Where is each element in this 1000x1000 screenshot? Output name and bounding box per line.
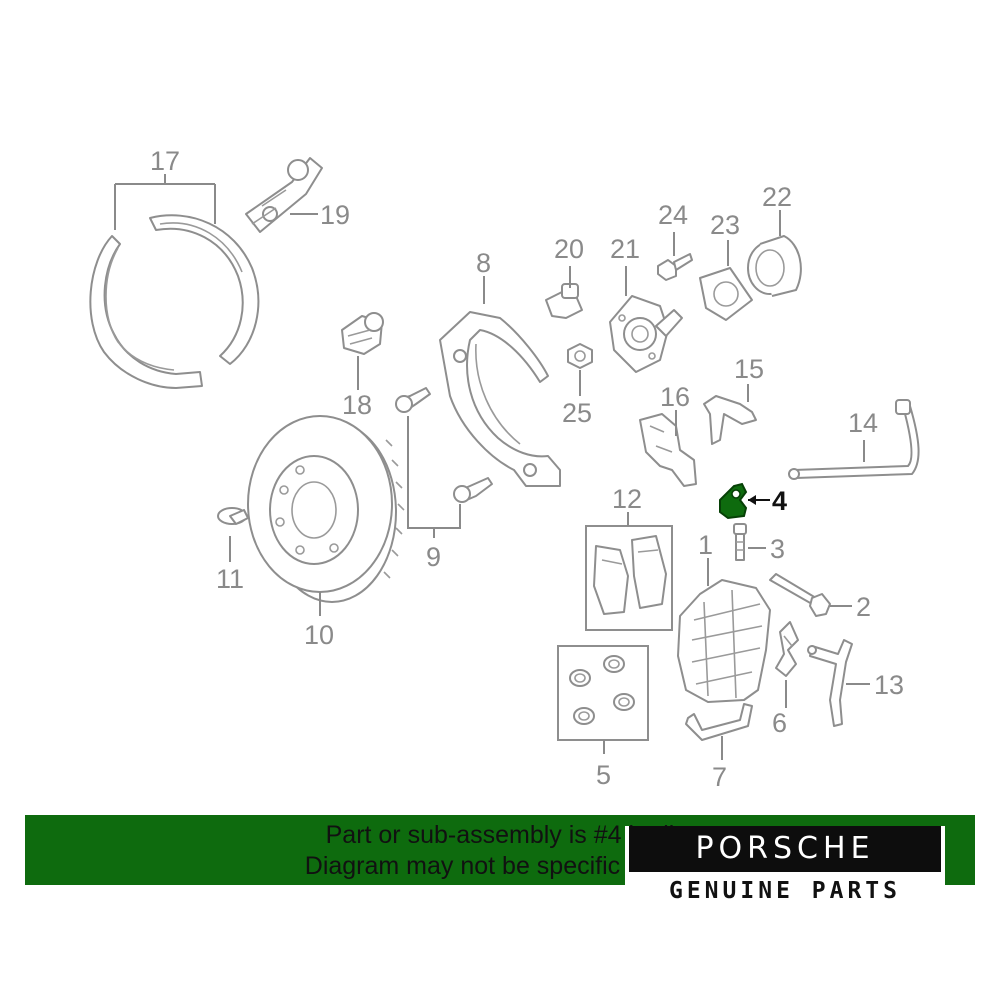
leader-4-arrowhead: [748, 495, 756, 505]
part-16-bracket[interactable]: [639, 413, 697, 487]
part-3-bleeder-screw[interactable]: [733, 523, 747, 561]
callout-5[interactable]: 5: [596, 760, 611, 790]
part-5-seal-kit[interactable]: [557, 645, 649, 741]
callout-16[interactable]: 16: [660, 382, 690, 412]
callout-13[interactable]: 13: [874, 670, 904, 700]
leader-9: [407, 416, 461, 538]
part-21-wheel-hub[interactable]: [609, 295, 683, 373]
callout-2[interactable]: 2: [856, 592, 871, 622]
callout-25[interactable]: 25: [562, 398, 592, 428]
part-1-caliper[interactable]: [677, 579, 771, 703]
callout-18[interactable]: 18: [342, 390, 372, 420]
part-9-bolts[interactable]: [395, 387, 493, 503]
part-18-adjuster-nut[interactable]: [341, 312, 384, 355]
part-10-brake-rotor[interactable]: [247, 415, 405, 603]
part-12-brake-pads[interactable]: [585, 525, 673, 631]
callout-7[interactable]: 7: [712, 762, 727, 792]
callout-12[interactable]: 12: [612, 484, 642, 514]
callout-23[interactable]: 23: [710, 210, 740, 240]
part-17-parking-brake-shoes[interactable]: [89, 214, 260, 389]
callout-17[interactable]: 17: [150, 146, 180, 176]
part-7-brake-pipe[interactable]: [685, 703, 753, 741]
callout-19[interactable]: 19: [320, 200, 350, 230]
part-19-adjuster[interactable]: [245, 157, 323, 233]
part-23-retainer[interactable]: [699, 267, 753, 321]
porsche-wordmark: PORSCHE: [629, 826, 941, 872]
callout-8[interactable]: 8: [476, 248, 491, 278]
leader-17: [114, 174, 216, 230]
genuine-parts-label: GENUINE PARTS: [668, 878, 901, 904]
callout-14[interactable]: 14: [848, 408, 878, 438]
part-14-brake-hose[interactable]: [788, 399, 920, 480]
callout-9[interactable]: 9: [426, 542, 441, 572]
callout-10[interactable]: 10: [304, 620, 334, 650]
part-13-wear-sensor[interactable]: [807, 639, 853, 727]
callout-22[interactable]: 22: [762, 182, 792, 212]
part-22-bearing[interactable]: [747, 235, 802, 297]
part-2-caliper-bolt[interactable]: [769, 573, 831, 617]
callout-4[interactable]: 4: [772, 486, 787, 516]
callout-1[interactable]: 1: [698, 530, 713, 560]
callout-20[interactable]: 20: [554, 234, 584, 264]
part-4-highlighted-bracket[interactable]: [719, 482, 748, 520]
part-24-bolt[interactable]: [657, 253, 693, 281]
part-6-clip[interactable]: [775, 621, 799, 677]
callout-24[interactable]: 24: [658, 200, 688, 230]
part-8-dust-shield[interactable]: [439, 311, 561, 487]
callout-15[interactable]: 15: [734, 354, 764, 384]
part-11-screw[interactable]: [217, 507, 249, 525]
callout-3[interactable]: 3: [770, 534, 785, 564]
callout-21[interactable]: 21: [610, 234, 640, 264]
part-20-sensor[interactable]: [545, 283, 583, 319]
callout-6[interactable]: 6: [772, 708, 787, 738]
notice-line-1: Part or sub-assembly is #4 in di: [325, 821, 675, 849]
callout-11[interactable]: 11: [216, 564, 244, 594]
part-15-brake-line[interactable]: [703, 395, 757, 445]
porsche-genuine-parts-logo: PORSCHE GENUINE PARTS: [625, 826, 945, 910]
part-25-nut[interactable]: [567, 343, 593, 369]
